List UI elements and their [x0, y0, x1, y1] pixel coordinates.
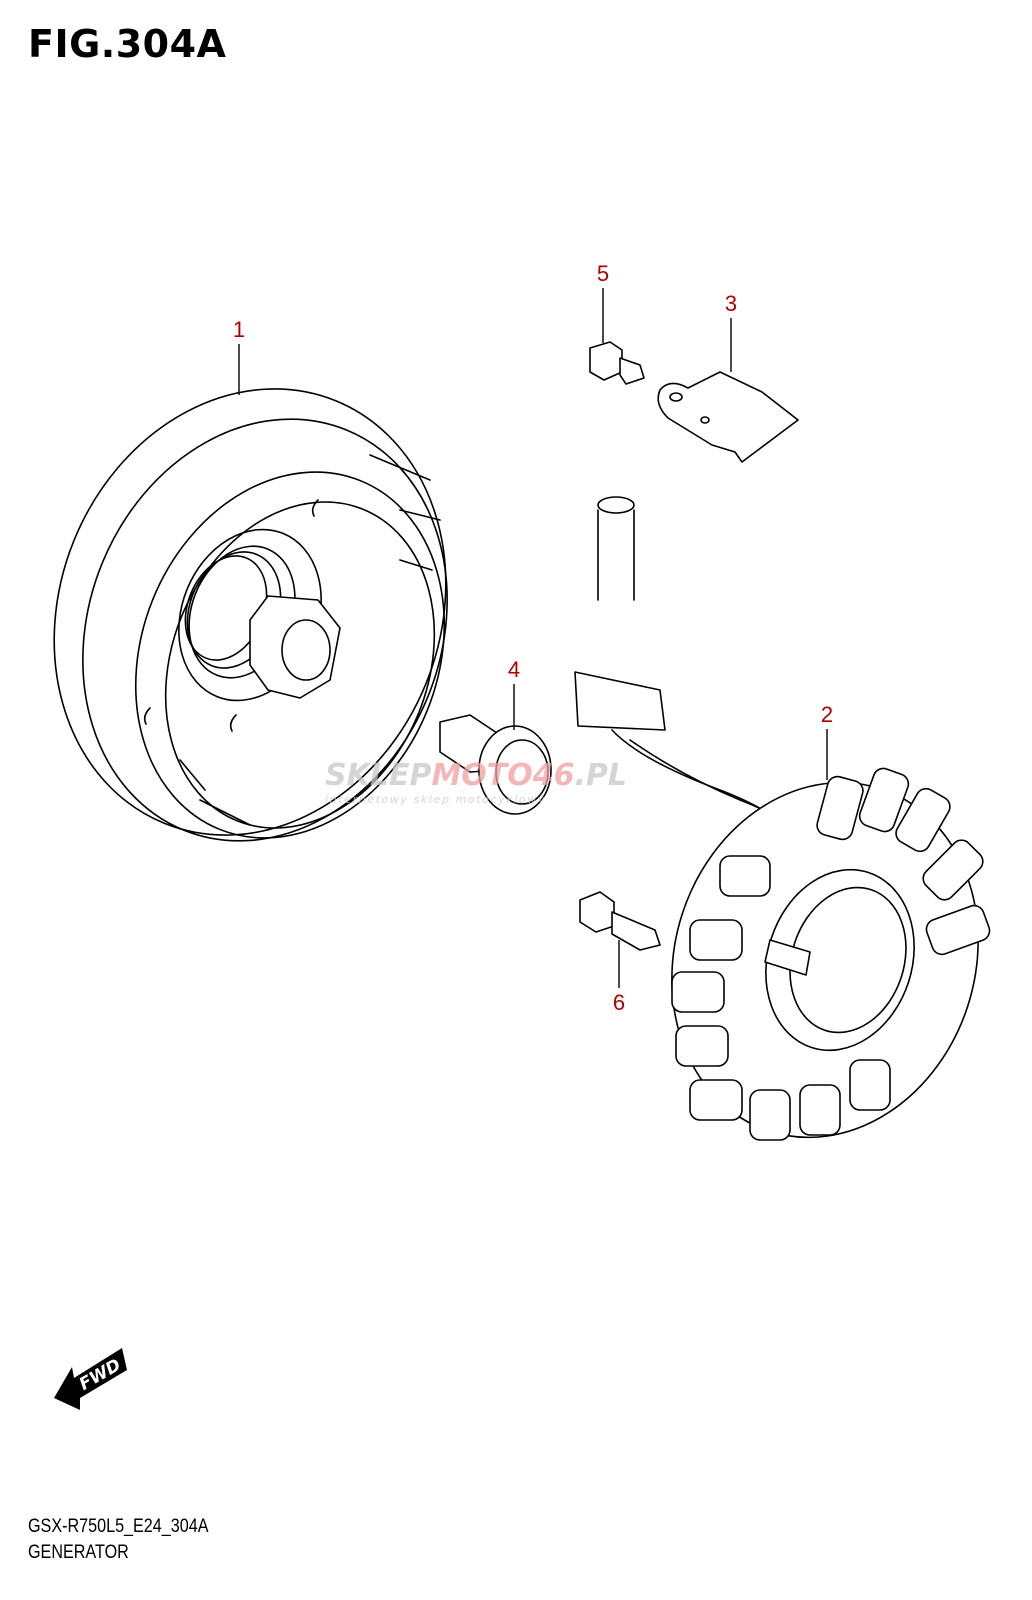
callout-5[interactable]: 5 [596, 261, 610, 286]
model-code: GSX-R750L5_E24_304A [28, 1516, 209, 1537]
watermark-tagline: internetowy sklep motocyklowy [325, 793, 546, 806]
callout-3[interactable]: 3 [724, 291, 738, 316]
clamp-bolt[interactable] [589, 341, 645, 385]
callout-2[interactable]: 2 [820, 702, 834, 727]
stator[interactable] [574, 496, 1023, 1178]
watermark-brand-suffix: .PL [574, 758, 628, 793]
section-name: GENERATOR [28, 1542, 129, 1563]
flywheel-bolt[interactable] [439, 714, 552, 815]
watermark-brand-gray: SKLEP [325, 758, 432, 793]
callout-1[interactable]: 1 [232, 317, 246, 342]
flywheel-rotor[interactable] [0, 329, 512, 896]
callout-6[interactable]: 6 [612, 990, 626, 1015]
figure-title: FIG.304A [28, 22, 227, 66]
clamp[interactable] [657, 371, 799, 463]
watermark-logo: SKLEP MOTO46 .PL [325, 760, 627, 792]
stator-bolt[interactable] [579, 891, 661, 951]
fwd-arrow-icon [54, 1348, 127, 1410]
leader-lines [238, 288, 828, 988]
callout-4[interactable]: 4 [507, 657, 521, 682]
watermark-brand-red: MOTO46 [431, 758, 575, 793]
